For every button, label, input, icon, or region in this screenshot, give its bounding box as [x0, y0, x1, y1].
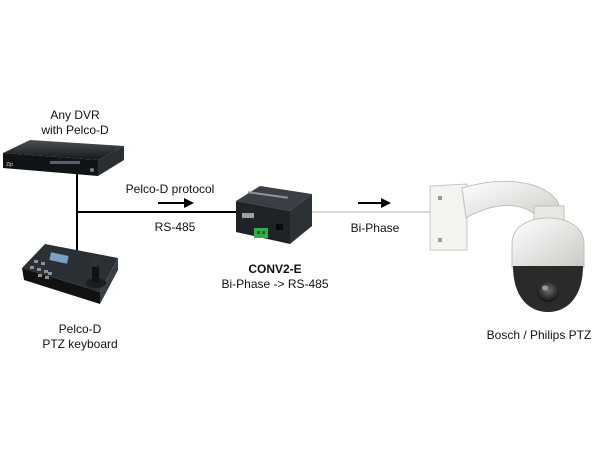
dvr-label-line2: with Pelco-D — [41, 123, 109, 137]
left-arrow-icon — [158, 198, 194, 208]
dvr-label: Any DVR with Pelco-D — [20, 108, 130, 138]
converter-name: CONV2-E — [248, 262, 302, 276]
converter-description: Bi-Phase -> RS-485 — [221, 277, 329, 291]
converter-device — [236, 186, 312, 244]
ptz-keyboard-device — [22, 244, 118, 304]
dvr-brand-text: Zip — [6, 162, 13, 168]
keyboard-label-line2: PTZ keyboard — [42, 337, 118, 351]
camera-label: Bosch / Philips PTZ — [486, 328, 592, 342]
rs485-label: RS-485 — [154, 220, 196, 234]
dvr-label-line1: Any DVR — [50, 108, 100, 122]
dvr-device: Zip — [3, 140, 124, 176]
keyboard-label-line1: Pelco-D — [58, 322, 102, 336]
converter-label: CONV2-E Bi-Phase -> RS-485 — [205, 262, 345, 292]
right-arrow-icon — [358, 198, 391, 208]
keyboard-label: Pelco-D PTZ keyboard — [30, 322, 130, 352]
biphase-label: Bi-Phase — [350, 221, 400, 235]
ptz-camera-device — [429, 180, 585, 312]
protocol-label: Pelco-D protocol — [125, 182, 215, 196]
